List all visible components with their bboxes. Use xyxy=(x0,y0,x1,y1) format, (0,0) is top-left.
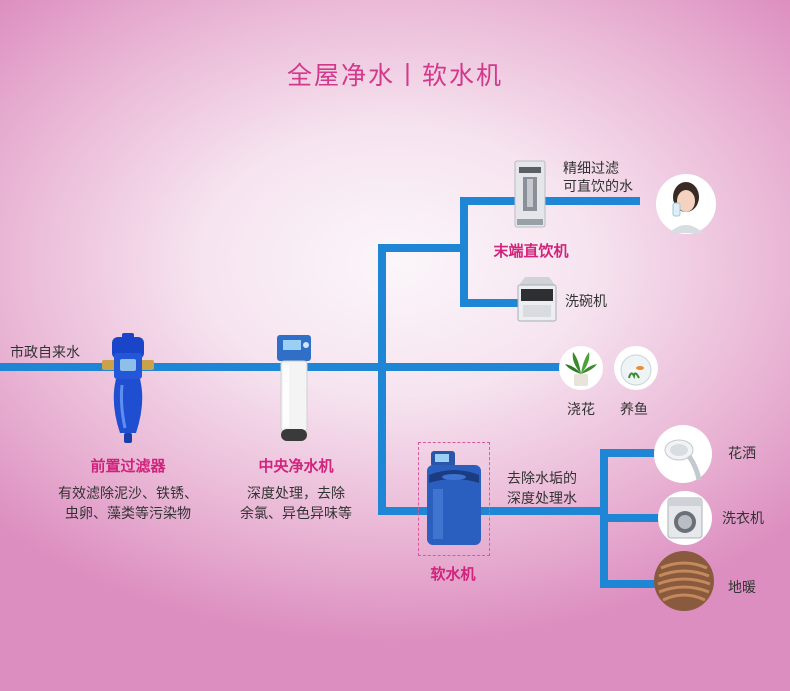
flower-icon xyxy=(559,346,603,390)
softener-desc-1: 去除水垢的 xyxy=(507,471,577,487)
prefilter-desc-2: 虫卵、藻类等污染物 xyxy=(65,506,191,522)
dishwasher-pipe xyxy=(460,299,520,307)
softener-icon xyxy=(427,451,481,545)
prefilter-name: 前置过滤器 xyxy=(90,457,166,475)
shower-pipe xyxy=(600,449,660,457)
drinking-desc-1: 精细过滤 xyxy=(563,161,619,177)
shower-label: 花洒 xyxy=(728,446,756,462)
softener-pipe xyxy=(378,507,608,515)
branch-upper xyxy=(378,244,460,252)
washer-pipe xyxy=(600,514,662,522)
central-purifier-icon xyxy=(277,335,311,441)
floor-heating-label: 地暖 xyxy=(728,580,756,596)
dishwasher-icon xyxy=(517,277,557,322)
floor-heating-pipe xyxy=(600,580,658,588)
terminal-riser xyxy=(460,197,468,307)
prefilter-desc-1: 有效滤除泥沙、铁锈、 xyxy=(58,486,198,502)
central-desc-1: 深度处理，去除 xyxy=(247,486,345,502)
drinking-name: 末端直饮机 xyxy=(493,242,569,260)
washer-label: 洗衣机 xyxy=(722,511,764,527)
drinking-machine-icon xyxy=(514,160,546,228)
drinking-desc-2: 可直饮的水 xyxy=(563,179,633,195)
prefilter-icon xyxy=(102,333,154,443)
softener-dashed-box xyxy=(418,442,490,556)
vertical-riser xyxy=(378,244,386,515)
drinking-pipe xyxy=(460,197,640,205)
dishwasher-label: 洗碗机 xyxy=(565,294,607,310)
page-title: 全屋净水丨软水机 xyxy=(286,61,503,90)
fish-label: 养鱼 xyxy=(620,402,648,418)
shower-icon xyxy=(654,425,712,483)
central-desc-2: 余氯、异色异味等 xyxy=(240,506,352,522)
softener-name: 软水机 xyxy=(430,565,476,583)
source-label: 市政自来水 xyxy=(10,345,80,361)
central-name: 中央净水机 xyxy=(258,457,334,475)
flower-label: 浇花 xyxy=(567,402,595,418)
floor-heating-icon xyxy=(654,551,714,611)
drinking-person-icon xyxy=(656,174,716,234)
main-pipe xyxy=(0,363,560,371)
softener-desc-2: 深度处理水 xyxy=(507,491,577,507)
washing-machine-icon xyxy=(658,491,712,545)
fish-tank-icon xyxy=(614,346,658,390)
